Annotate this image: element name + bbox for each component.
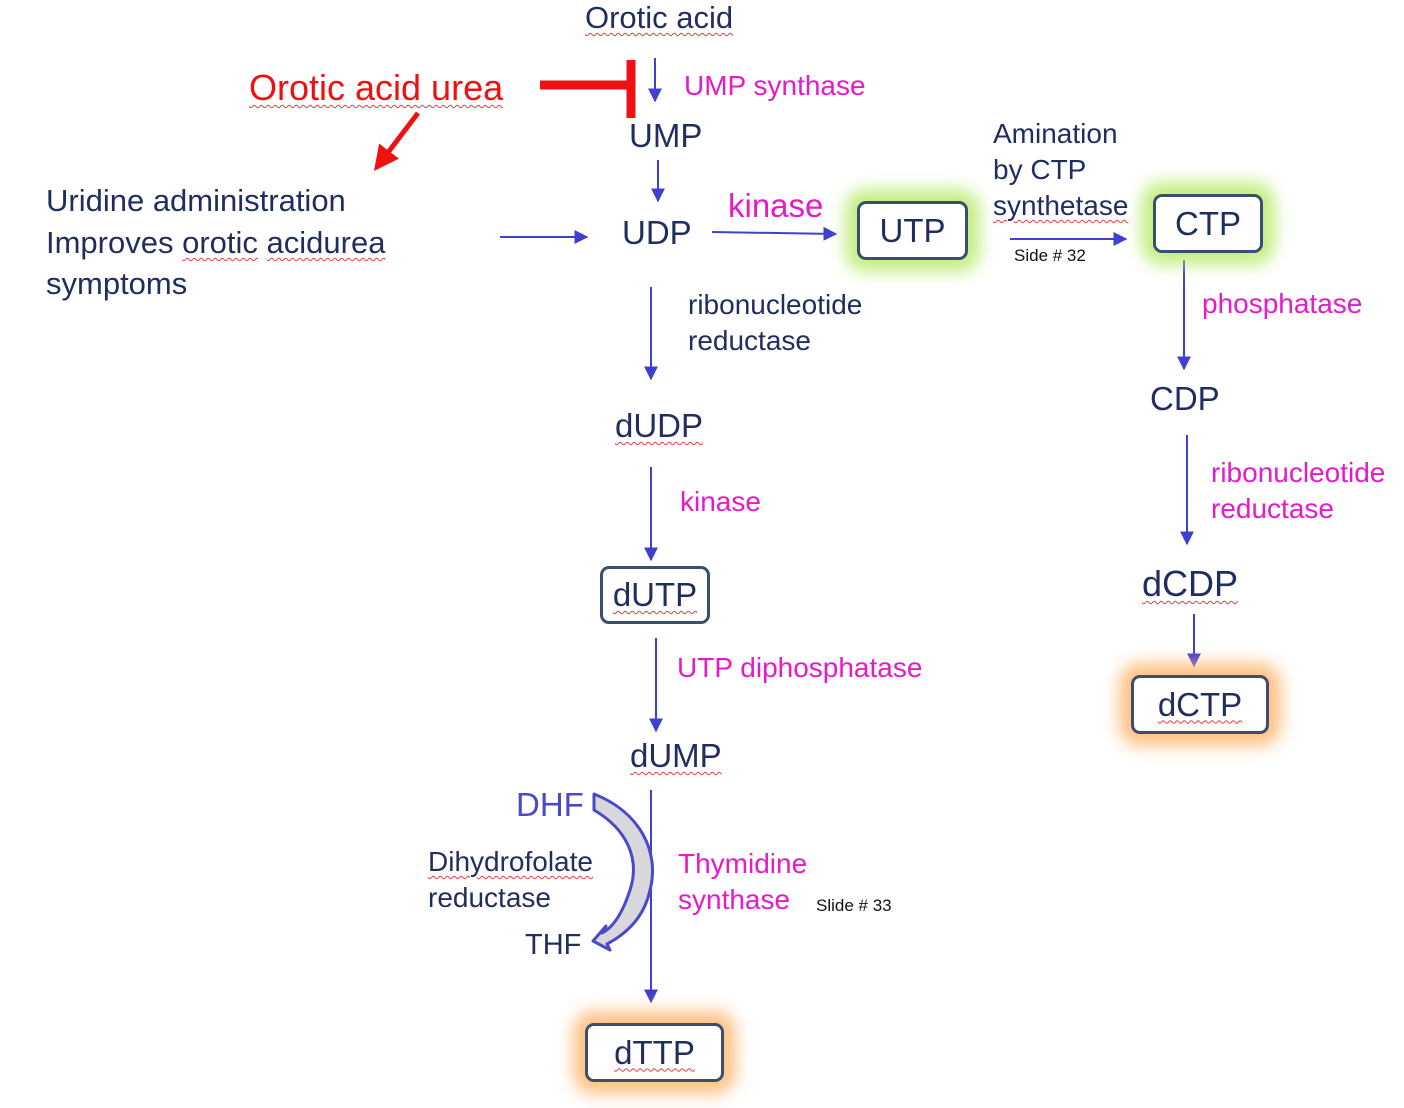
enzyme-utp-diphosphatase: UTP diphosphatase <box>677 652 923 683</box>
note-uridine-line1: Uridine administration <box>46 183 346 218</box>
node-udp: UDP <box>622 214 692 251</box>
enzyme-phosphatase: phosphatase <box>1202 288 1363 319</box>
note-uridine-line2: Improves orotic acidurea <box>46 224 385 261</box>
enzyme-kinase-dudp-dutp: kinase <box>680 486 761 517</box>
arrow-udp-to-utp <box>711 226 838 241</box>
enzyme-thymidine-line1: Thymidine <box>678 848 808 879</box>
enzyme-rnr-right-line1: ribonucleotide <box>1211 457 1386 488</box>
note-slide-33: Slide # 33 <box>816 896 892 915</box>
node-utp: UTP <box>879 211 946 249</box>
enzyme-amination-line3: synthetase <box>993 190 1129 221</box>
enzyme-ump-synthase: UMP synthase <box>684 70 866 101</box>
node-dhf: DHF <box>516 786 584 823</box>
note-orotic-acid-urea-text: Orotic acid urea <box>249 67 504 108</box>
enzyme-rnr-left-line1: ribonucleotide <box>688 289 863 320</box>
enzyme-kinase-udp-utp: kinase <box>728 187 824 224</box>
note-uridine-line3: symptoms <box>46 266 188 301</box>
node-dcdp: dCDP <box>1142 563 1239 604</box>
note-uridine-line2-d: acidurea <box>266 225 386 260</box>
enzyme-dhfr-line2: reductase <box>428 882 551 913</box>
node-dttp-box: dTTP <box>585 1023 724 1082</box>
arrow-red-to-uridine <box>373 111 420 171</box>
node-dudp: dUDP <box>615 407 704 444</box>
node-thf: THF <box>525 929 582 961</box>
note-uridine-line2-c <box>258 225 267 260</box>
node-dttp: dTTP <box>614 1033 695 1071</box>
node-dctp-box: dCTP <box>1131 675 1269 734</box>
node-ctp: CTP <box>1175 204 1241 242</box>
node-dump: dUMP <box>630 737 722 774</box>
dhf-to-thf-curved-arrow <box>591 792 655 952</box>
node-dutp: dUTP <box>612 576 698 613</box>
enzyme-amination-line2: by CTP <box>993 154 1087 185</box>
enzyme-dhfr-line1: Dihydrofolate <box>428 846 593 877</box>
note-uridine-line2-b: orotic <box>182 225 258 260</box>
enzyme-rnr-right-line2: reductase <box>1211 493 1334 524</box>
node-dutp-box: dUTP <box>600 566 710 624</box>
node-dctp: dCTP <box>1157 685 1243 723</box>
enzyme-thymidine-line2: synthase <box>678 884 791 915</box>
note-uridine-line2-a: Improves <box>46 225 183 260</box>
node-cdp: CDP <box>1150 380 1220 417</box>
enzyme-rnr-left-line2: reductase <box>688 325 811 356</box>
note-orotic-acid-urea: Orotic acid urea <box>249 66 503 109</box>
enzyme-amination-line1: Amination <box>993 118 1118 149</box>
node-ctp-box: CTP <box>1153 194 1263 253</box>
node-utp-box: UTP <box>857 201 968 260</box>
note-side-32: Side # 32 <box>1014 246 1086 265</box>
node-orotic-acid: Orotic acid <box>585 0 734 35</box>
node-ump: UMP <box>629 117 703 154</box>
